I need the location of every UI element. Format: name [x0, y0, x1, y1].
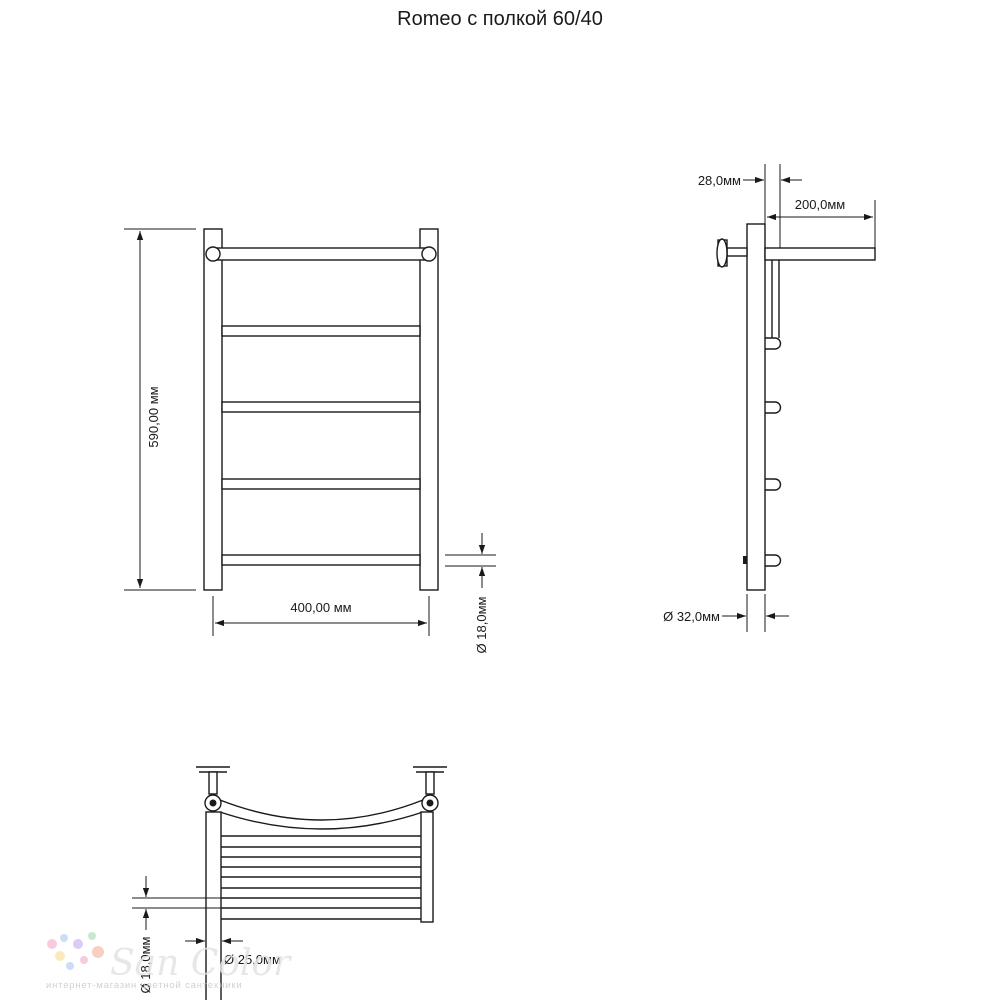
crossbar [221, 401, 421, 413]
top-rail-cap-right [421, 246, 437, 262]
watermark-dot [80, 956, 88, 964]
curved-top-rail [219, 799, 424, 821]
watermark-dot [73, 939, 83, 949]
watermark-dot [55, 951, 65, 961]
side-view: 28,0мм 200,0мм Ø 32,0мм [663, 164, 876, 632]
crossbar [221, 478, 421, 490]
watermark-brand: San Color [110, 943, 292, 984]
right-post [419, 228, 439, 591]
top-rail-diameter-label: Ø 18,0мм [138, 936, 153, 993]
watermark-dots [47, 932, 104, 970]
pipe-diameter-label: Ø 32,0мм [663, 609, 720, 624]
mount-diameter-label: Ø 25,0мм [224, 952, 281, 967]
crossbar [221, 554, 421, 566]
top-rail-cap-left [205, 246, 221, 262]
bottom-plug [743, 556, 747, 564]
rail-diameter-label: Ø 18,0мм [474, 596, 489, 653]
wall-bracket-flange [716, 238, 728, 268]
rail-stub [765, 554, 782, 567]
wall-mount-left [196, 766, 230, 812]
top-view-right-post [420, 811, 434, 923]
rail-stub [765, 337, 782, 350]
watermark-dot [88, 932, 96, 940]
rail-stub [765, 478, 782, 491]
front-view: 590,00 мм 400,00 мм Ø 18,0мм [124, 228, 496, 653]
left-post [203, 228, 223, 591]
side-tube [746, 223, 766, 591]
drawing-title: Romeo с полкой 60/40 [397, 8, 603, 30]
watermark-dot [66, 962, 74, 970]
height-label: 590,00 мм [146, 386, 161, 447]
top-view-left-post [205, 811, 222, 1000]
watermark-tagline: интернет-магазин цветной сантехники [46, 980, 242, 991]
wall-bracket-arm [726, 247, 748, 257]
watermark-dot [60, 934, 68, 942]
watermark-dot [47, 939, 57, 949]
shelf-depth-label: 200,0мм [795, 197, 845, 212]
wall-mount-right [413, 766, 447, 812]
watermark: San Color интернет-магазин цветной санте… [46, 932, 292, 991]
shelf-profile [764, 247, 876, 261]
watermark-dot [92, 946, 104, 958]
curved-top-rail-edge [219, 811, 424, 830]
crossbar [221, 325, 421, 337]
offset-label: 28,0мм [698, 173, 741, 188]
top-view: Ø 18,0мм Ø 25,0мм [132, 766, 447, 1000]
top-rail [212, 247, 430, 261]
width-label: 400,00 мм [290, 600, 351, 615]
rail-stub [765, 401, 782, 414]
